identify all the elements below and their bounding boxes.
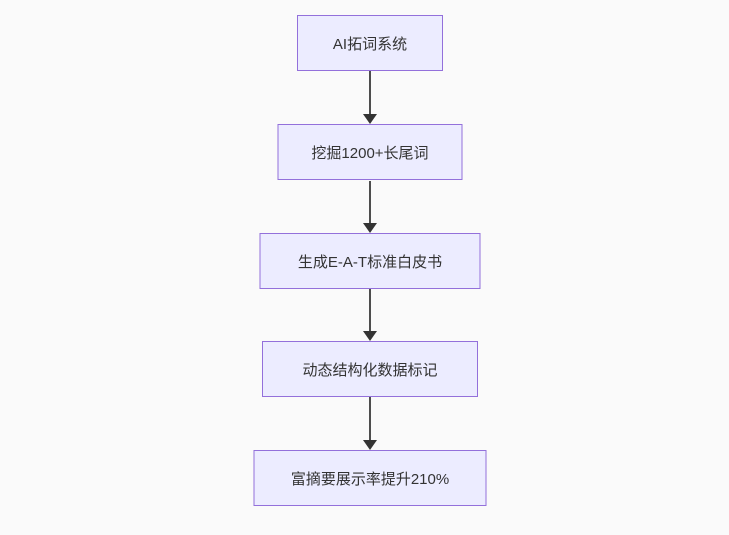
flow-arrow-1 xyxy=(363,71,377,124)
node-label: 挖掘1200+长尾词 xyxy=(311,144,429,162)
arrow-shaft xyxy=(369,181,371,224)
arrow-shaft xyxy=(369,397,371,441)
node-label: AI拓词系统 xyxy=(332,35,408,53)
flow-arrow-4 xyxy=(363,397,377,450)
flow-arrow-3 xyxy=(363,289,377,341)
node-rich-snippet-result: 富摘要展示率提升210% xyxy=(253,450,487,506)
arrow-shaft xyxy=(369,71,371,115)
arrowhead-down-icon xyxy=(363,440,377,450)
node-ai-keyword-system: AI拓词系统 xyxy=(297,15,443,71)
node-label: 生成E-A-T标准白皮书 xyxy=(297,253,443,271)
arrowhead-down-icon xyxy=(363,114,377,124)
node-eat-whitepaper: 生成E-A-T标准白皮书 xyxy=(259,233,481,289)
arrowhead-down-icon xyxy=(363,331,377,341)
arrowhead-down-icon xyxy=(363,223,377,233)
node-label: 富摘要展示率提升210% xyxy=(290,470,450,488)
node-label: 动态结构化数据标记 xyxy=(302,361,438,379)
flow-arrow-2 xyxy=(363,181,377,233)
node-structured-data-markup: 动态结构化数据标记 xyxy=(262,341,478,397)
node-longtail-keyword-mining: 挖掘1200+长尾词 xyxy=(277,124,463,180)
arrow-shaft xyxy=(369,289,371,332)
